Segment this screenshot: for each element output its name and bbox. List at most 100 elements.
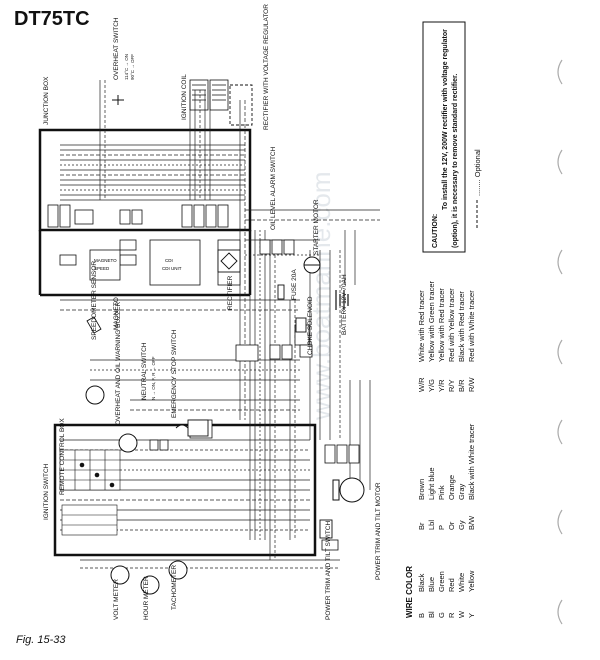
remote-control-box bbox=[53, 423, 317, 557]
wire-name: Yellow with Green tracer bbox=[427, 280, 436, 362]
speed-sensor-label: SPEEDOMETER SENSOR bbox=[91, 261, 98, 340]
overheat-off-label: 90°C → OFF bbox=[130, 54, 135, 80]
magneto-label: MAGNETO bbox=[113, 297, 120, 330]
volt-meter-label: VOLT METER bbox=[113, 579, 120, 620]
rectifier bbox=[217, 249, 241, 273]
page-title: DT75TC bbox=[14, 8, 90, 30]
wire-code: Y/G bbox=[427, 379, 436, 392]
wire-code: R/W bbox=[467, 377, 476, 393]
wire-name: White bbox=[457, 573, 466, 592]
wire-color-title: WIRE COLOR bbox=[405, 566, 414, 618]
wire-name: Blue bbox=[427, 577, 436, 592]
wire-code: Or bbox=[447, 521, 456, 530]
overheat-switch-label: OVERHEAT SWITCH bbox=[113, 17, 120, 80]
rectifier-vr-label: RECTIFIER WITH VOLTAGE REGULATOR bbox=[263, 4, 270, 130]
wire-name: Red with White tracer bbox=[467, 290, 476, 362]
cdi-unit-label: CDI UNIT bbox=[162, 266, 182, 271]
optional-legend: ........ Optional bbox=[473, 149, 482, 230]
wire-code: W/R bbox=[417, 377, 426, 392]
rectifier-regulator bbox=[229, 84, 253, 126]
wire-color-legend: WIRE COLOR B Black Bl Blue G Green R Red… bbox=[405, 280, 476, 618]
emergency-stop-label: EMERGENCY STOP SWITCH bbox=[171, 329, 178, 418]
neutral-switch-label: NEUTRAL SWITCH bbox=[141, 342, 148, 400]
wire-code: R/Y bbox=[447, 379, 456, 392]
figure-caption: Fig. 15-33 bbox=[16, 634, 66, 646]
fuse-icon bbox=[277, 284, 285, 300]
starter-motor-icon bbox=[303, 256, 321, 274]
binder-rings bbox=[557, 59, 563, 625]
wire-name: Yellow bbox=[467, 570, 476, 592]
wire-code: Y/R bbox=[437, 379, 446, 392]
tachometer-label: TACHOMETER bbox=[171, 565, 178, 610]
speedometer-sensor-icon bbox=[86, 316, 102, 334]
wire-bundle bbox=[60, 144, 380, 569]
junction-box-label: JUNCTION BOX bbox=[43, 76, 50, 125]
trim-motor-icon bbox=[332, 477, 365, 503]
wire-code: Br bbox=[417, 522, 426, 530]
wire-name: Black with White tracer bbox=[467, 423, 476, 500]
wire-name: Black with Red tracer bbox=[457, 291, 466, 362]
wire-name: Yellow with Red tracer bbox=[437, 288, 446, 362]
emergency-stop-icon bbox=[175, 419, 209, 437]
wire-name: White with Red tracer bbox=[417, 290, 426, 362]
wire-code: G bbox=[437, 612, 446, 618]
trim-motor-label: POWER TRIM AND TILT MOTOR bbox=[375, 482, 382, 580]
overheat-on-label: 114°C → ON bbox=[124, 54, 129, 80]
wire-name: Light blue bbox=[427, 467, 436, 500]
wire-name: Black bbox=[417, 573, 426, 592]
wire-code: Gy bbox=[457, 520, 466, 530]
wire-col-3: W/R White with Red tracer Y/G Yellow wit… bbox=[417, 280, 476, 392]
wire-code: B bbox=[417, 613, 426, 618]
wire-code: P bbox=[437, 525, 446, 530]
choke-label: CHOKE SOLENOID bbox=[307, 296, 314, 355]
trim-switch-label: POWER TRIM AND TILT SWITCH bbox=[325, 521, 332, 620]
ignition-coil-label: IGNITION COIL bbox=[181, 74, 188, 120]
wire-name: Red with Yellow tracer bbox=[447, 288, 456, 362]
remote-gauge-icon bbox=[118, 433, 138, 453]
overheat-switch-icon bbox=[112, 95, 124, 105]
wire-name: Red bbox=[447, 578, 456, 592]
trim-switch-icon bbox=[319, 519, 333, 539]
wire-code: Bl bbox=[427, 611, 436, 618]
hour-meter-icon bbox=[140, 575, 160, 595]
caution-text-2: (option), it is necessary to remove stan… bbox=[452, 74, 459, 248]
ignition-switch-label: IGNITION SWITCH bbox=[43, 463, 50, 520]
battery-icon bbox=[335, 290, 349, 310]
cdi-small-label: CDI bbox=[165, 258, 173, 263]
speedo-small-label: SPEED bbox=[94, 266, 110, 271]
buzzer-icon bbox=[85, 385, 105, 405]
starter-motor-label: STARTER MOTOR bbox=[313, 199, 320, 255]
optional-label: ........ Optional bbox=[473, 149, 482, 196]
wire-code: B/R bbox=[457, 379, 466, 392]
hour-meter-label: HOUR METER bbox=[143, 576, 150, 620]
caution-box: CAUTION: To install the 12V, 200W rectif… bbox=[422, 21, 466, 253]
watermark: www.boatmarine.com bbox=[306, 171, 336, 421]
wire-col-1: B Black Bl Blue G Green R Red W White Y … bbox=[417, 570, 476, 618]
wire-code: Lbl bbox=[427, 520, 436, 530]
wire-code: W bbox=[457, 610, 466, 618]
battery-label: BATTERY 12V 70AH bbox=[341, 274, 348, 335]
rectifier-label: RECTIFIER bbox=[227, 275, 234, 310]
wire-code: Y bbox=[467, 613, 476, 618]
fuse-label: FUSE 20A bbox=[291, 269, 298, 300]
tachometer-icon bbox=[168, 560, 188, 580]
oil-alarm-label: OIL LEVEL ALARM SWITCH bbox=[270, 146, 277, 230]
wire-code: B/W bbox=[467, 515, 476, 530]
vertical-wires bbox=[99, 80, 371, 560]
magneto-small-label: MAGNETO bbox=[94, 258, 117, 263]
wire-name: Pink bbox=[437, 485, 446, 500]
remote-box-label: REMOTE CONTROL BOX bbox=[59, 418, 66, 495]
neutral-states-label: N → ON, F, R → OFF bbox=[151, 356, 156, 400]
wire-col-2: Br Brown Lbl Light blue P Pink Or Orange… bbox=[417, 423, 476, 530]
wire-name: Gray bbox=[457, 483, 466, 500]
volt-meter-icon bbox=[110, 565, 130, 585]
overheat-buzzer-label: OVERHEAT AND OIL WARNING BUZZER bbox=[115, 302, 122, 425]
ignition-coil bbox=[189, 79, 229, 111]
wire-code: R bbox=[447, 612, 456, 618]
caution-title: CAUTION: bbox=[432, 214, 439, 248]
ignition-switch-grid bbox=[59, 449, 121, 536]
wire-name: Green bbox=[437, 571, 446, 592]
wire-name: Orange bbox=[447, 475, 456, 500]
caution-text-1: To install the 12V, 200W rectifier with … bbox=[442, 29, 449, 210]
